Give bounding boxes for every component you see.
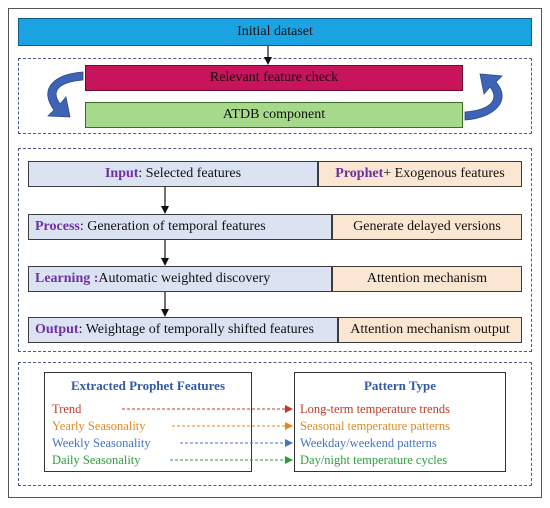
relevant-feature-label: Relevant feature check [209, 70, 339, 85]
pattern-weekly: Weekday/weekend patterns [300, 436, 437, 450]
delayed-versions-box: Generate delayed versions [332, 214, 522, 240]
input-box: Input : Selected features [28, 161, 318, 187]
process-text: : Generation of temporal features [79, 219, 266, 234]
feature-weekly: Weekly Seasonality [52, 436, 151, 450]
process-keyword: Process [35, 219, 80, 234]
right-curved-arrow [464, 73, 503, 121]
atdb-component-label: ATDB component [222, 107, 326, 122]
pattern-title: Pattern Type [363, 378, 437, 393]
features-title: Extracted Prophet Features [70, 378, 226, 393]
process-box: Process : Generation of temporal feature… [28, 214, 332, 240]
feature-yearly: Yearly Seasonality [52, 419, 146, 433]
learning-box: Learning : Automatic weighted discovery [28, 266, 332, 292]
learning-text: Automatic weighted discovery [98, 271, 271, 286]
relevant-feature-box: Relevant feature check [85, 65, 463, 91]
attention-box: Attention mechanism [332, 266, 522, 292]
prophet-box: Prophet + Exogenous features [318, 161, 522, 187]
initial-dataset-box: Initial dataset [18, 18, 532, 46]
learning-keyword: Learning : [35, 271, 99, 286]
pattern-legend: Pattern Type [294, 372, 506, 472]
input-text: : Selected features [138, 166, 242, 181]
attention-output-box: Attention mechanism output [338, 317, 522, 343]
left-curved-arrow [47, 71, 84, 118]
atdb-section [18, 58, 532, 134]
pattern-yearly: Seasonal temperature patterns [300, 419, 450, 433]
delayed-versions-text: Generate delayed versions [353, 219, 501, 234]
atdb-component-box: ATDB component [85, 102, 463, 128]
prophet-text: + Exogenous features [383, 166, 505, 181]
outer-frame [8, 8, 542, 498]
feature-daily: Daily Seasonality [52, 453, 141, 467]
input-keyword: Input [104, 166, 139, 181]
output-box: Output : Weightage of temporally shifted… [28, 317, 338, 343]
attention-output-text: Attention mechanism output [350, 322, 510, 337]
feature-trend: Trend [52, 402, 82, 416]
initial-dataset-label: Initial dataset [237, 24, 313, 39]
process-section [18, 148, 532, 352]
pattern-trend: Long-term temperature trends [300, 402, 450, 416]
legend-section [18, 362, 532, 486]
prophet-keyword: Prophet [335, 166, 384, 181]
output-text: : Weightage of temporally shifted featur… [78, 322, 314, 337]
pattern-daily: Day/night temperature cycles [300, 453, 448, 467]
features-legend: Extracted Prophet Features [44, 372, 252, 472]
attention-text: Attention mechanism [366, 271, 488, 286]
output-keyword: Output [35, 322, 79, 337]
